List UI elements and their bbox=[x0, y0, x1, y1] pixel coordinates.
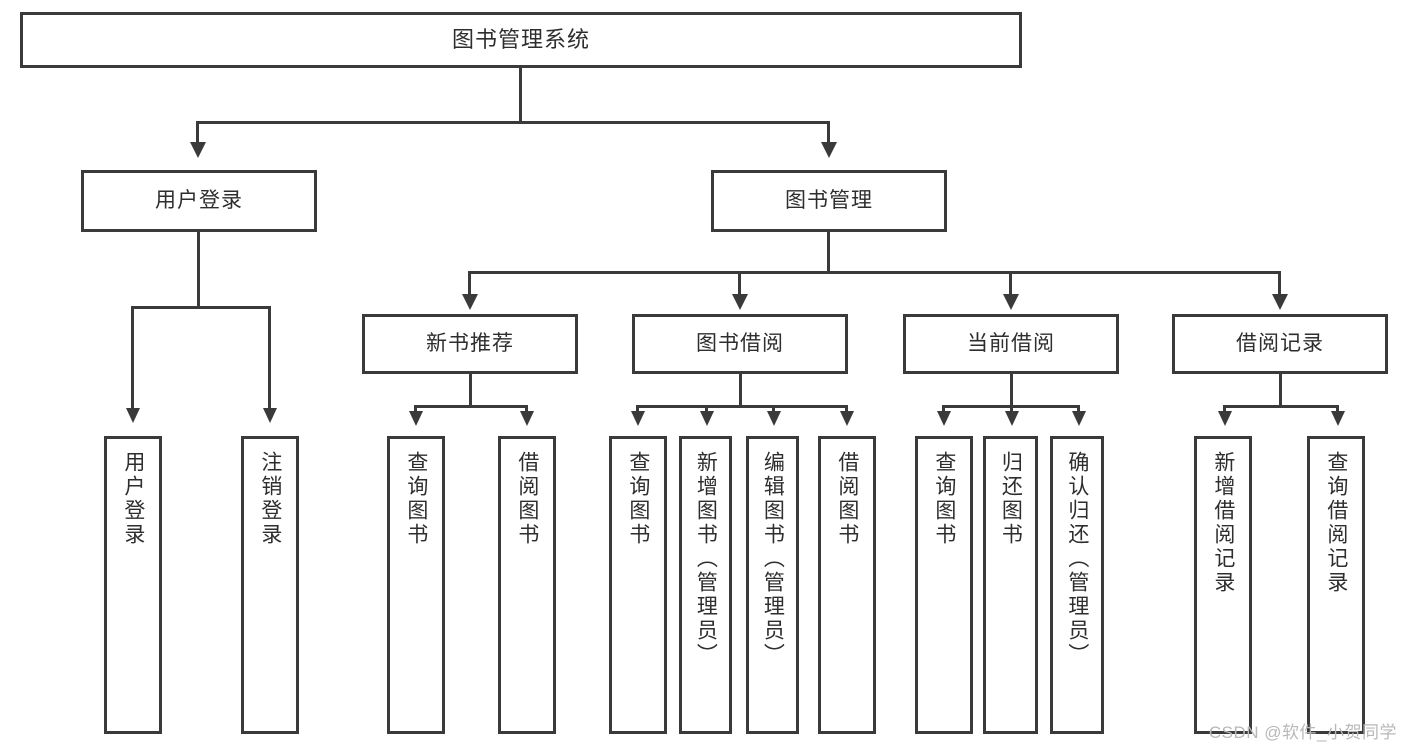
arrow-to-leaf-query-book-2 bbox=[631, 411, 645, 426]
leaf-query-book-borrow[interactable]: 查询图书 bbox=[609, 436, 667, 734]
connector-new-books-stem bbox=[469, 374, 472, 408]
leaf-query-book-current[interactable]: 查询图书 bbox=[915, 436, 973, 734]
connector-root-bus bbox=[196, 121, 828, 124]
arrow-to-leaf-borrow-book-2 bbox=[840, 411, 854, 426]
leaf-add-book-admin[interactable]: 新增图书（管理员） bbox=[679, 436, 732, 734]
connector-drop-user-login bbox=[196, 121, 199, 145]
connector-drop-leaf-borrow-book-2 bbox=[845, 405, 848, 413]
leaf-edit-book-admin[interactable]: 编辑图书（管理员） bbox=[746, 436, 799, 734]
connector-book-mgmt-bus bbox=[468, 271, 1281, 274]
connector-drop-leaf-confirm-return bbox=[1077, 405, 1080, 413]
connector-drop-leaf-query-record bbox=[1336, 405, 1339, 413]
leaf-user-login[interactable]: 用户登录 bbox=[104, 436, 162, 734]
arrow-to-leaf-query-record bbox=[1331, 411, 1345, 426]
arrow-to-leaf-query-book-1 bbox=[409, 411, 423, 426]
node-label: 新书推荐 bbox=[426, 331, 514, 355]
node-label: 用户登录 bbox=[121, 451, 145, 547]
node-label: 注销登录 bbox=[258, 451, 282, 547]
connector-drop-leaf-add-record bbox=[1223, 405, 1226, 413]
connector-drop-leaf-borrow-book-1 bbox=[525, 405, 528, 413]
connector-current-borrow-stem bbox=[1010, 374, 1013, 408]
node-label: 查询图书 bbox=[626, 451, 650, 547]
connector-drop-leaf-user-login bbox=[131, 306, 134, 410]
node-new-book-recommend[interactable]: 新书推荐 bbox=[362, 314, 578, 374]
node-label: 确认归还（管理员） bbox=[1065, 451, 1089, 667]
connector-book-borrow-stem bbox=[739, 374, 742, 408]
leaf-borrow-book-new[interactable]: 借阅图书 bbox=[498, 436, 556, 734]
arrow-to-leaf-logout bbox=[263, 408, 277, 423]
node-label: 借阅图书 bbox=[835, 451, 859, 547]
leaf-query-book-new[interactable]: 查询图书 bbox=[387, 436, 445, 734]
arrow-to-leaf-borrow-book-1 bbox=[520, 411, 534, 426]
leaf-query-borrow-record[interactable]: 查询借阅记录 bbox=[1307, 436, 1365, 734]
leaf-add-borrow-record[interactable]: 新增借阅记录 bbox=[1194, 436, 1252, 734]
connector-drop-borrow-record bbox=[1278, 271, 1281, 297]
node-user-login[interactable]: 用户登录 bbox=[81, 170, 317, 232]
leaf-borrow-book-borrow[interactable]: 借阅图书 bbox=[818, 436, 876, 734]
connector-book-mgmt-stem bbox=[827, 232, 830, 273]
arrow-to-leaf-confirm-return bbox=[1072, 411, 1086, 426]
connector-user-login-stem bbox=[197, 232, 200, 308]
arrow-to-leaf-add-record bbox=[1218, 411, 1232, 426]
node-current-borrow[interactable]: 当前借阅 bbox=[903, 314, 1119, 374]
node-label: 当前借阅 bbox=[967, 331, 1055, 355]
connector-book-borrow-bus bbox=[636, 405, 848, 408]
node-label: 用户登录 bbox=[155, 188, 243, 212]
connector-drop-leaf-query-book-2 bbox=[636, 405, 639, 413]
arrow-to-leaf-return-book bbox=[1005, 411, 1019, 426]
connector-drop-leaf-edit-book bbox=[772, 405, 775, 413]
arrow-to-borrow-record bbox=[1272, 294, 1288, 310]
leaf-confirm-return-admin[interactable]: 确认归还（管理员） bbox=[1050, 436, 1104, 734]
arrow-to-current-borrow bbox=[1003, 294, 1019, 310]
node-root-system[interactable]: 图书管理系统 bbox=[20, 12, 1022, 68]
node-label: 借阅记录 bbox=[1236, 331, 1324, 355]
node-book-management[interactable]: 图书管理 bbox=[711, 170, 947, 232]
node-label: 新增图书（管理员） bbox=[694, 451, 718, 667]
connector-borrow-record-bus bbox=[1223, 405, 1339, 408]
arrow-to-leaf-query-book-3 bbox=[937, 411, 951, 426]
csdn-watermark: CSDN @软件_小贺同学 bbox=[1208, 723, 1397, 742]
arrow-to-book-borrow bbox=[732, 294, 748, 310]
connector-drop-leaf-logout bbox=[268, 306, 271, 410]
leaf-return-book[interactable]: 归还图书 bbox=[983, 436, 1038, 734]
arrow-to-book-mgmt bbox=[821, 142, 837, 158]
node-label: 图书管理系统 bbox=[451, 27, 590, 53]
connector-drop-book-borrow bbox=[738, 271, 741, 297]
node-label: 新增借阅记录 bbox=[1211, 451, 1235, 595]
connector-drop-new-books bbox=[468, 271, 471, 297]
node-label: 图书管理 bbox=[785, 188, 873, 212]
connector-drop-leaf-query-book-3 bbox=[942, 405, 945, 413]
node-label: 查询图书 bbox=[404, 451, 428, 547]
connector-borrow-record-stem bbox=[1279, 374, 1282, 408]
node-label: 查询图书 bbox=[932, 451, 956, 547]
node-label: 借阅图书 bbox=[515, 451, 539, 547]
node-label: 编辑图书（管理员） bbox=[761, 451, 785, 667]
node-borrow-record[interactable]: 借阅记录 bbox=[1172, 314, 1388, 374]
connector-drop-current-borrow bbox=[1009, 271, 1012, 297]
connector-user-login-bus bbox=[131, 306, 268, 309]
node-label: 查询借阅记录 bbox=[1324, 451, 1348, 595]
node-label: 归还图书 bbox=[999, 451, 1023, 547]
arrow-to-leaf-add-book bbox=[700, 411, 714, 426]
connector-drop-leaf-return-book bbox=[1010, 405, 1013, 413]
node-book-borrow[interactable]: 图书借阅 bbox=[632, 314, 848, 374]
node-label: 图书借阅 bbox=[696, 331, 784, 355]
arrow-to-new-books bbox=[462, 294, 478, 310]
connector-drop-leaf-add-book bbox=[705, 405, 708, 413]
arrow-to-user-login bbox=[190, 142, 206, 158]
arrow-to-leaf-user-login bbox=[126, 408, 140, 423]
arrow-to-leaf-edit-book bbox=[767, 411, 781, 426]
leaf-logout[interactable]: 注销登录 bbox=[241, 436, 299, 734]
connector-root-stem bbox=[519, 68, 522, 123]
connector-drop-book-mgmt bbox=[827, 121, 830, 145]
connector-drop-leaf-query-book-1 bbox=[414, 405, 417, 413]
connector-new-books-bus bbox=[414, 405, 528, 408]
